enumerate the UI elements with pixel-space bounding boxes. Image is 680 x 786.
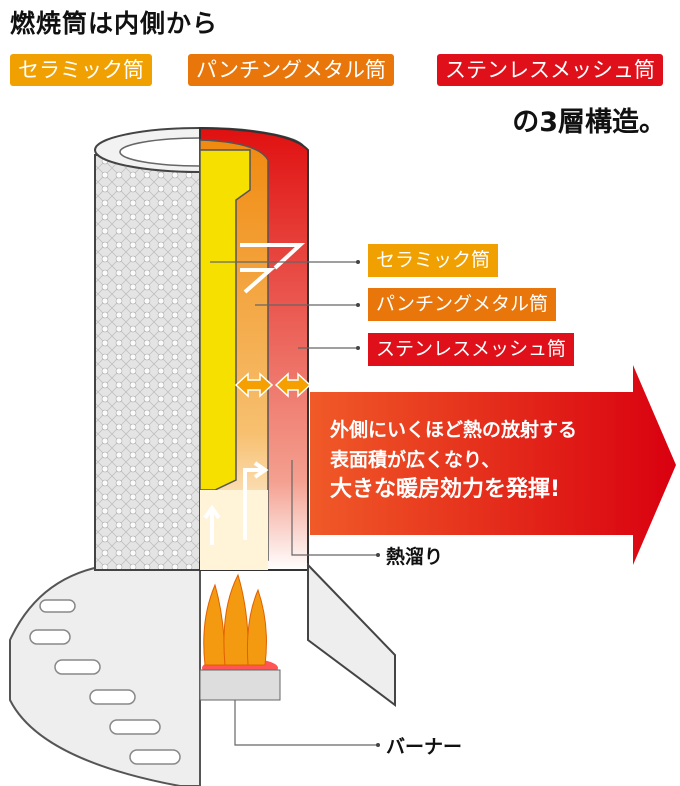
label-ceramic: セラミック筒 xyxy=(368,244,499,277)
subtitle: の3層構造。 xyxy=(512,107,666,138)
arrow-line-1: 外側にいくほど熱の放射する xyxy=(330,419,578,441)
tag-punching-metal: パンチングメタル筒 xyxy=(188,54,395,86)
callout-burner: バーナー xyxy=(386,736,463,758)
airflow-arrow-icon xyxy=(203,243,306,545)
tag-stainless-mesh: ステンレスメッシュ筒 xyxy=(437,54,663,86)
radiation-arrow xyxy=(310,365,676,565)
label-stainless-mesh: ステンレスメッシュ筒 xyxy=(368,333,575,366)
burner-cone xyxy=(307,562,396,707)
tag-ceramic: セラミック筒 xyxy=(10,54,152,86)
arrow-line-3: 大きな暖房効力を発揮! xyxy=(330,477,561,502)
heat-arrow-icon xyxy=(234,372,312,398)
arrow-text: 外側にいくほど熱の放射する 表面積が広くなり、 大きな暖房効力を発揮! xyxy=(330,415,577,505)
flame-icon xyxy=(203,573,267,666)
label-punching-metal: パンチングメタル筒 xyxy=(368,288,556,321)
page-title: 燃焼筒は内側から xyxy=(10,9,219,38)
callout-heat-pool: 熱溜り xyxy=(386,546,444,568)
outer-mesh-cylinder xyxy=(94,154,201,571)
arrow-line-2: 表面積が広くなり、 xyxy=(330,449,501,471)
